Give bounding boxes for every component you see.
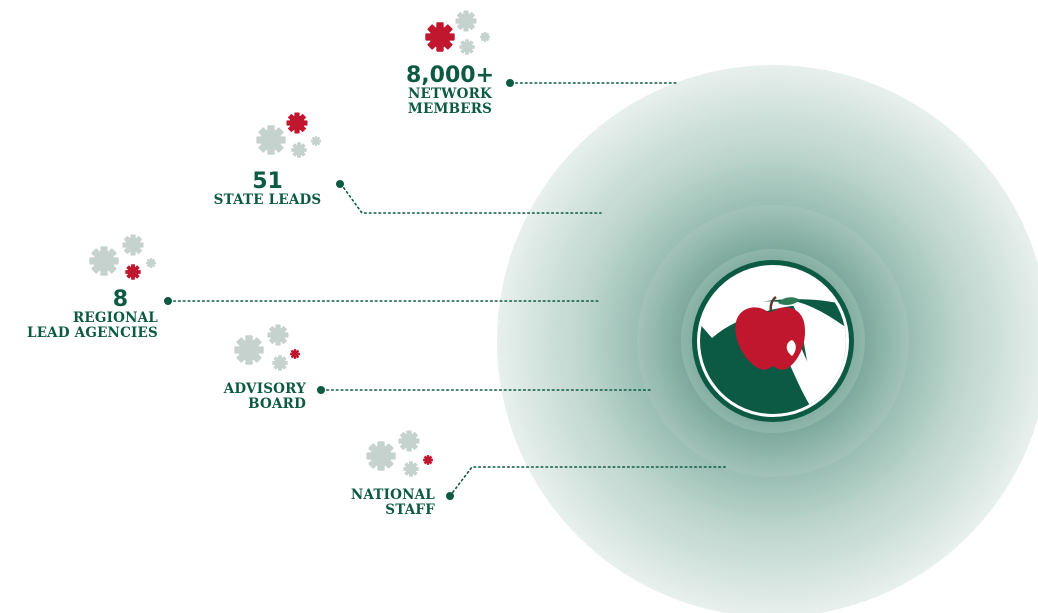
connector-dot — [336, 180, 344, 188]
connector-dot — [446, 492, 454, 500]
connector-dot — [506, 79, 514, 87]
connector-dot — [317, 386, 325, 394]
tier-value: 51 — [252, 169, 283, 194]
tier-advisory-board: ADVISORY BOARD — [200, 381, 306, 413]
tier-label: STAFF — [385, 502, 435, 519]
gears-icon — [366, 430, 433, 477]
gears-icon — [234, 324, 300, 371]
gears-icon — [425, 10, 490, 55]
tier-label: MEMBERS — [407, 101, 493, 118]
tier-label: REGIONAL — [72, 310, 158, 327]
tier-label: NETWORK — [408, 86, 492, 103]
tier-label: LEAD AGENCIES — [27, 325, 158, 342]
tier-label: NATIONAL — [350, 487, 435, 503]
tier-regional-lead-agencies: 8 REGIONAL LEAD AGENCIES — [0, 288, 158, 341]
connector-state-leads — [340, 183, 602, 214]
tier-network-members: 8,000+ NETWORK MEMBERS — [400, 64, 500, 117]
gears-icon — [256, 112, 321, 158]
tier-label: BOARD — [248, 396, 306, 413]
tier-state-leads: 51 STATE LEADS — [200, 170, 335, 208]
connector-national-staff — [449, 466, 729, 497]
gears-icon — [89, 234, 156, 280]
tier-national-staff: NATIONAL STAFF — [320, 487, 435, 519]
tier-value: 8,000+ — [405, 63, 495, 88]
tier-label: STATE LEADS — [213, 192, 322, 209]
connector-dot — [164, 297, 172, 305]
tier-label: ADVISORY — [223, 381, 306, 397]
apple-icon — [692, 260, 854, 422]
tier-value: 8 — [112, 287, 128, 312]
